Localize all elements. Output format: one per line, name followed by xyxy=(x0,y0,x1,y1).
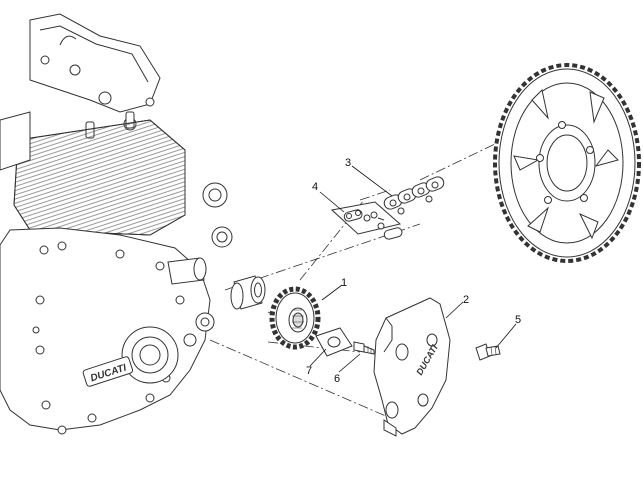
callout-7: 7 xyxy=(306,365,312,377)
front-sprocket xyxy=(269,286,321,350)
chain-segment xyxy=(383,176,445,215)
callout-4: 4 xyxy=(312,181,318,193)
screw-6 xyxy=(353,341,375,355)
bolt-5 xyxy=(475,343,501,361)
sprocket-cover xyxy=(373,297,451,437)
callout-3: 3 xyxy=(345,157,351,169)
callout-2: 2 xyxy=(463,294,469,306)
rear-sprocket xyxy=(493,63,641,263)
callout-5: 5 xyxy=(515,314,521,326)
engine-assembly xyxy=(0,13,233,435)
master-link-kit xyxy=(330,201,403,240)
spacer-bushing xyxy=(230,275,266,310)
callout-1: 1 xyxy=(341,277,347,289)
callout-6: 6 xyxy=(334,373,340,385)
lock-washer xyxy=(315,327,353,357)
callout-leaders xyxy=(309,165,517,373)
